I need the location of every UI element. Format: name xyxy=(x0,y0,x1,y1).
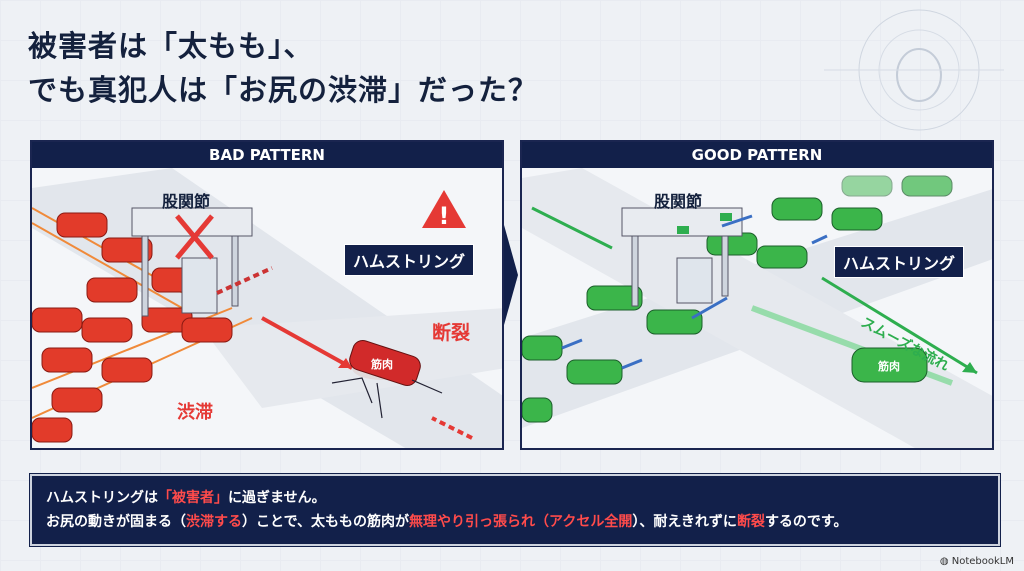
blocked-x-icon xyxy=(175,214,214,260)
bad-pattern-header: BAD PATTERN xyxy=(32,142,502,168)
good-pattern-panel: GOOD PATTERN 筋肉 股関節 ハムストリング xyxy=(520,140,994,450)
blue-flow-arrows xyxy=(561,214,828,370)
car-muscle-label: 筋肉 xyxy=(877,359,900,373)
good-pattern-header: GOOD PATTERN xyxy=(522,142,992,168)
explanation-box: ハムストリングは「被害者」に過ぎません。 お尻の動きが固まる（渋滞する）ことで、… xyxy=(29,473,1001,547)
bad-pattern-panel: BAD PATTERN ! xyxy=(30,140,504,450)
hip-joint-label: 股関節 xyxy=(654,192,703,211)
caption-highlight: 「被害者」 xyxy=(158,490,228,506)
notebooklm-logo-icon: ◍ xyxy=(939,556,952,567)
transition-arrow xyxy=(504,225,518,325)
caption-text: お尻の動きが固まる（ xyxy=(46,514,186,530)
caption-text: ）、耐えきれずに xyxy=(632,514,737,530)
good-pattern-illustration: 筋肉 xyxy=(522,168,992,448)
svg-text:!: ! xyxy=(439,202,450,230)
red-arrow xyxy=(261,316,353,370)
notebooklm-watermark: ◍ NotebookLM xyxy=(940,556,1014,567)
caption-text: ハムストリングは xyxy=(46,490,158,506)
green-entry-arrow xyxy=(531,206,613,250)
jam-label: 渋滞 xyxy=(177,402,213,423)
hamstring-tag: ハムストリング xyxy=(834,246,965,278)
caption-line-1: ハムストリングは「被害者」に過ぎません。 xyxy=(46,486,984,510)
bad-pattern-illustration: ! 筋肉 xyxy=(32,168,502,448)
car-muscle-label: 筋肉 xyxy=(370,357,393,371)
caption-text: ）ことで、太ももの筋肉が xyxy=(242,514,410,530)
page-title: 被害者は「太もも」、 でも真犯人は「お尻の渋滞」だった？ xyxy=(28,24,538,112)
caption-highlight: 無理やり引っ張られ（アクセル全開 xyxy=(409,514,633,530)
warning-icon xyxy=(422,190,466,228)
title-line-2: でも真犯人は「お尻の渋滞」だった？ xyxy=(28,73,539,107)
caption-highlight: 渋滞する xyxy=(186,514,242,530)
title-line-1: 被害者は「太もも」、 xyxy=(28,29,314,63)
caption-line-2: お尻の動きが固まる（渋滞する）ことで、太ももの筋肉が無理やり引っ張られ（アクセル… xyxy=(46,510,984,534)
hip-joint-label: 股関節 xyxy=(162,192,211,211)
flowing-cars xyxy=(522,175,953,423)
flow-arrow xyxy=(821,276,978,375)
caption-highlight: 断裂 xyxy=(736,514,765,530)
footer-text: NotebookLM xyxy=(951,556,1014,567)
caption-text: に過ぎません。 xyxy=(228,490,326,506)
brain-scan-decoration xyxy=(824,9,1004,131)
hip-gate xyxy=(621,207,743,307)
hamstring-tag: ハムストリング xyxy=(344,244,475,276)
caption-text: するのです。 xyxy=(764,514,848,530)
ruptured-car: 筋肉 xyxy=(331,340,443,419)
rupture-label: 断裂 xyxy=(432,322,471,344)
